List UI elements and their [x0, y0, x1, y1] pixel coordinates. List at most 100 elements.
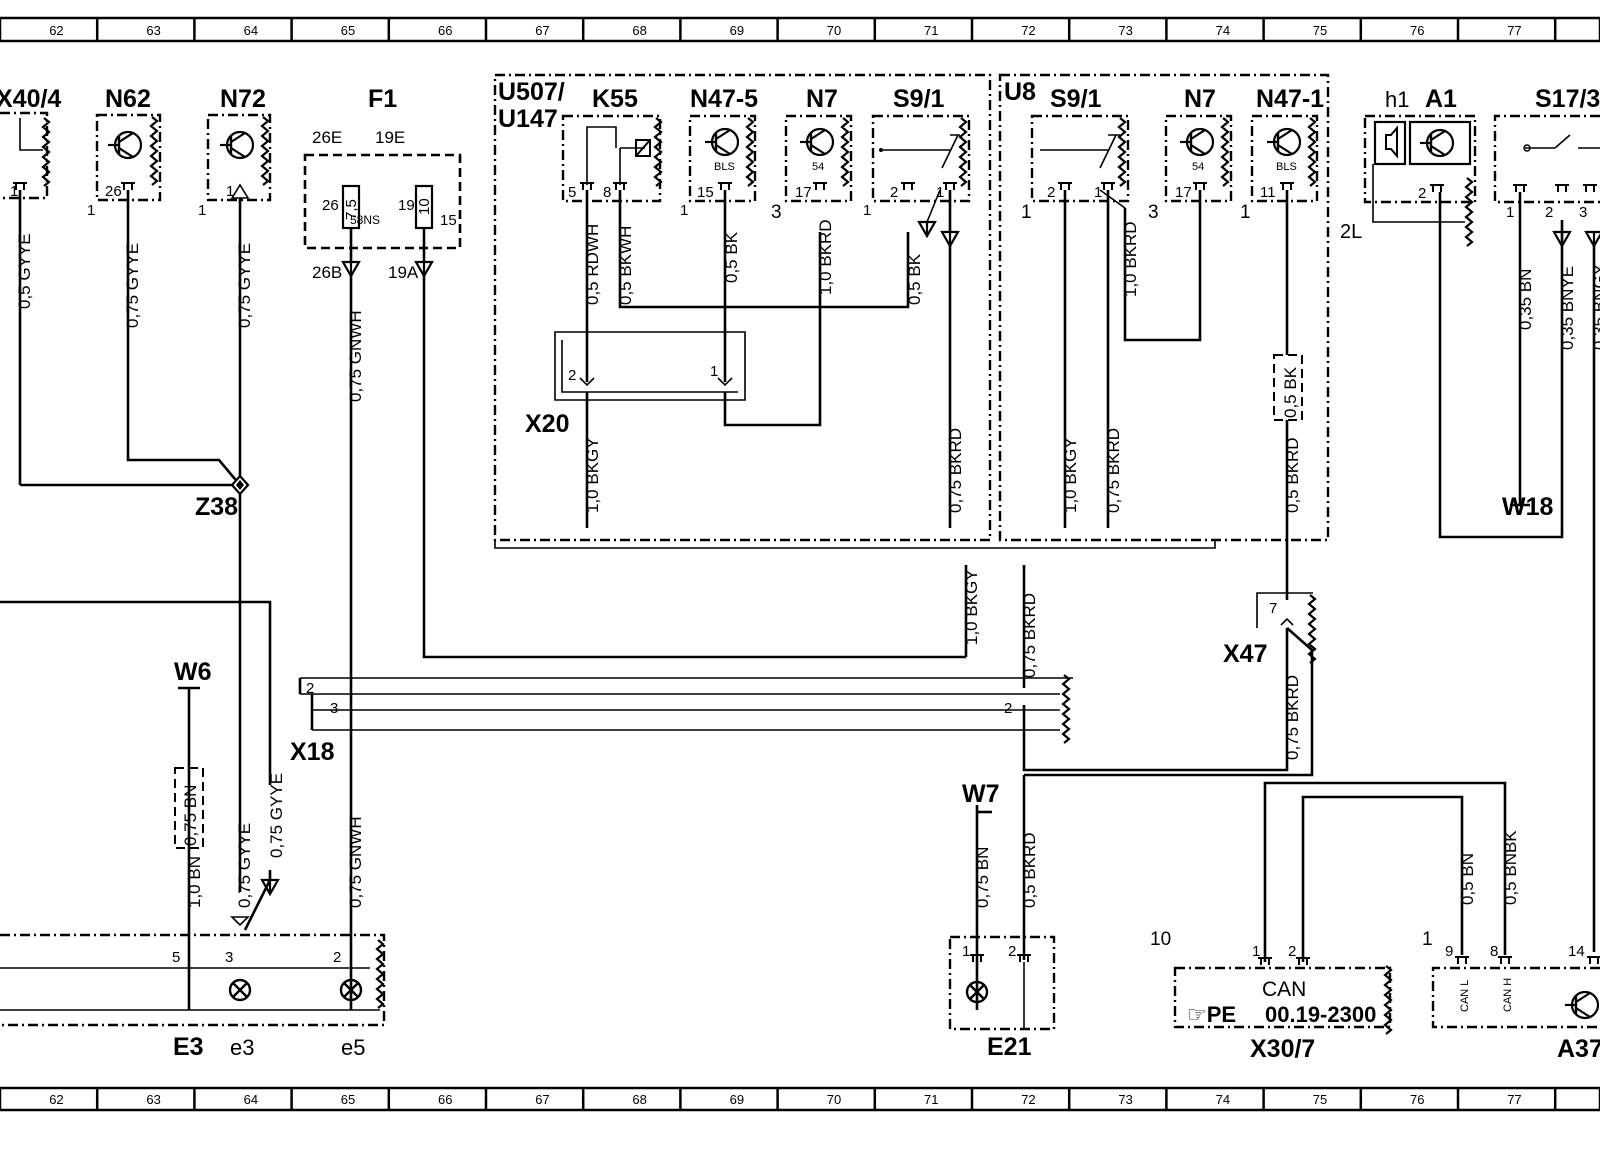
s9-1-a-label: S9/1 [893, 85, 945, 113]
wire-s173-bnye: 0,35 BNYE [1558, 266, 1577, 350]
s9-1-b-pin-2: 2 [1047, 184, 1055, 201]
u147-label: U147 [498, 105, 558, 133]
a37-pin-14: 14 [1568, 943, 1585, 960]
wire-n62-gyye: 0,75 GYYE [123, 243, 142, 328]
n7-a-pin-17: 17 [795, 184, 812, 201]
n47-5-pin-1: 1 [680, 202, 688, 219]
ruler-number: 74 [1216, 1092, 1230, 1107]
connector-x47[interactable]: 7 X47 [1223, 592, 1317, 668]
x40-4-label: X40/4 [0, 85, 61, 113]
component-n7-b[interactable]: N7 54 17 [1164, 85, 1233, 203]
wire-s91a-bk: 0,5 BK [905, 253, 924, 305]
ground-w6: W6 [174, 658, 212, 690]
x18-pin-2: 2 [306, 680, 314, 697]
f1-19a: 19A [388, 263, 419, 282]
component-k55[interactable]: K55 5 8 [561, 85, 663, 203]
a37-can-l: CAN L [1459, 980, 1471, 1012]
ruler-number: 74 [1216, 23, 1230, 38]
component-n47-5[interactable]: N47-5 BLS 15 1 [680, 85, 758, 219]
a37-label: A37 [1557, 1035, 1600, 1063]
w7-label: W7 [962, 780, 1000, 808]
x30-7-ref: 00.19-2300 [1265, 1002, 1376, 1027]
ruler-number: 66 [438, 23, 452, 38]
e21-label: E21 [987, 1033, 1032, 1061]
ruler-number: 76 [1410, 23, 1424, 38]
n47-1-label: N47-1 [1256, 85, 1324, 113]
a37-pin-1: 1 [1422, 929, 1433, 950]
wire-x20-bkgy: 1,0 BKGY [583, 437, 602, 513]
f1-pin-26: 26 [322, 197, 339, 214]
component-n47-1[interactable]: N47-1 BLS 11 1 [1240, 85, 1324, 223]
connector-x18[interactable]: 2 3 2 X18 [290, 673, 1073, 766]
e5-label: e5 [341, 1035, 365, 1060]
h1-label: h1 [1385, 87, 1409, 112]
a1-label: A1 [1425, 85, 1457, 113]
wire-k55-rdwh: 0,5 RDWH [583, 224, 602, 305]
x30-7-label: X30/7 [1250, 1035, 1315, 1063]
x18-pin-3: 3 [330, 700, 338, 717]
s9-1-a-pin-1b: 1 [863, 202, 871, 219]
n72-pin-1b: 1 [198, 202, 206, 219]
ruler-number: 67 [535, 1092, 549, 1107]
f1-58ns: 58NS [350, 213, 380, 227]
k55-pin-5: 5 [568, 184, 576, 201]
component-x30-7[interactable]: 10 1 2 CAN ☞PE 00.19-2300 X30/7 [1150, 929, 1393, 1063]
ground-w7: W7 [962, 780, 1000, 814]
component-a37[interactable]: 1 9 8 14 CAN L CAN H A37 [1422, 929, 1600, 1063]
ruler-number: 77 [1507, 1092, 1521, 1107]
component-n7-a[interactable]: N7 54 17 3 [771, 85, 853, 223]
ruler-number: 71 [924, 23, 938, 38]
f1-19e: 19E [375, 128, 405, 147]
wire-u8-bkgy: 1,0 BKGY [1061, 437, 1080, 513]
a1-pin-2: 2 [1418, 185, 1426, 202]
ruler-number: 77 [1507, 23, 1521, 38]
wire-x47-bkrd: 0,75 BKRD [1283, 675, 1302, 760]
component-x40-4[interactable]: X40/4 1 [0, 85, 61, 200]
ruler-number: 68 [632, 1092, 646, 1107]
f1-rating-75: 7,5 [343, 199, 360, 220]
component-e21[interactable]: 1 2 E21 [948, 935, 1056, 1061]
ruler-number: 75 [1313, 1092, 1327, 1107]
component-a1[interactable]: h1 A1 2 2L [1340, 85, 1477, 248]
s9-1-b-pin-3: 3 [1148, 202, 1159, 223]
ground-w18: W18 [1502, 493, 1554, 521]
n47-1-pin-1: 1 [1240, 202, 1251, 223]
u507-label: U507/ [498, 78, 565, 106]
e3-small-label: e3 [230, 1035, 254, 1060]
wire-n471-bkrd: 0,5 BKRD [1283, 437, 1302, 513]
component-e3[interactable]: 5 3 2 E3 e3 e5 [0, 916, 386, 1061]
ruler-number: 70 [827, 23, 841, 38]
ruler-number: 68 [632, 23, 646, 38]
n7-a-pin-3: 3 [771, 202, 782, 223]
n47-5-label: N47-5 [690, 85, 758, 113]
x30-7-pin-2: 2 [1288, 943, 1296, 960]
wire-k55-bkwh: 0,5 BKWH [616, 226, 635, 305]
connector-x20[interactable]: 2 1 X20 [525, 331, 746, 438]
x18-pin-2b: 2 [1004, 700, 1012, 717]
ruler-number: 63 [146, 23, 160, 38]
wire-w6-bn: 1,0 BN [185, 856, 204, 908]
component-s17-3[interactable]: S17/3 1 2 3 [1493, 85, 1600, 221]
wire-mid-bkrd: 0,75 BKRD [1020, 593, 1039, 678]
x30-7-can: CAN [1262, 978, 1306, 1001]
component-s9-1-a[interactable]: S9/1 2 1 1 [863, 85, 971, 219]
f1-pin-19: 19 [398, 197, 415, 214]
u8-label: U8 [1004, 78, 1036, 106]
n7-b-pin-17: 17 [1175, 184, 1192, 201]
n72-label: N72 [220, 85, 266, 113]
k55-pin-8: 8 [603, 184, 611, 201]
s17-3-pin-2: 2 [1545, 204, 1553, 221]
wire-s173-bn: 0,35 BN [1516, 269, 1535, 330]
ruler-number: 66 [438, 1092, 452, 1107]
f1-rating-10: 10 [416, 198, 433, 215]
component-n62[interactable]: N62 26 1 [87, 85, 162, 219]
f1-pin-15: 15 [440, 212, 457, 229]
component-f1[interactable]: F1 26E 19E 26 7,5 58NS 19 10 15 26B 19A [303, 85, 462, 282]
n7-b-label: N7 [1184, 85, 1216, 113]
x20-pin-1: 1 [710, 363, 718, 380]
wire-e21-bn: 0,75 BN [973, 847, 992, 908]
x30-7-pin-10: 10 [1150, 929, 1171, 950]
component-s9-1-b[interactable]: S9/1 2 1 1 3 [1021, 85, 1159, 223]
component-n72[interactable]: N72 1 1 [198, 85, 272, 219]
wire-f1-gnwh: 0,75 GNWH [346, 310, 365, 402]
